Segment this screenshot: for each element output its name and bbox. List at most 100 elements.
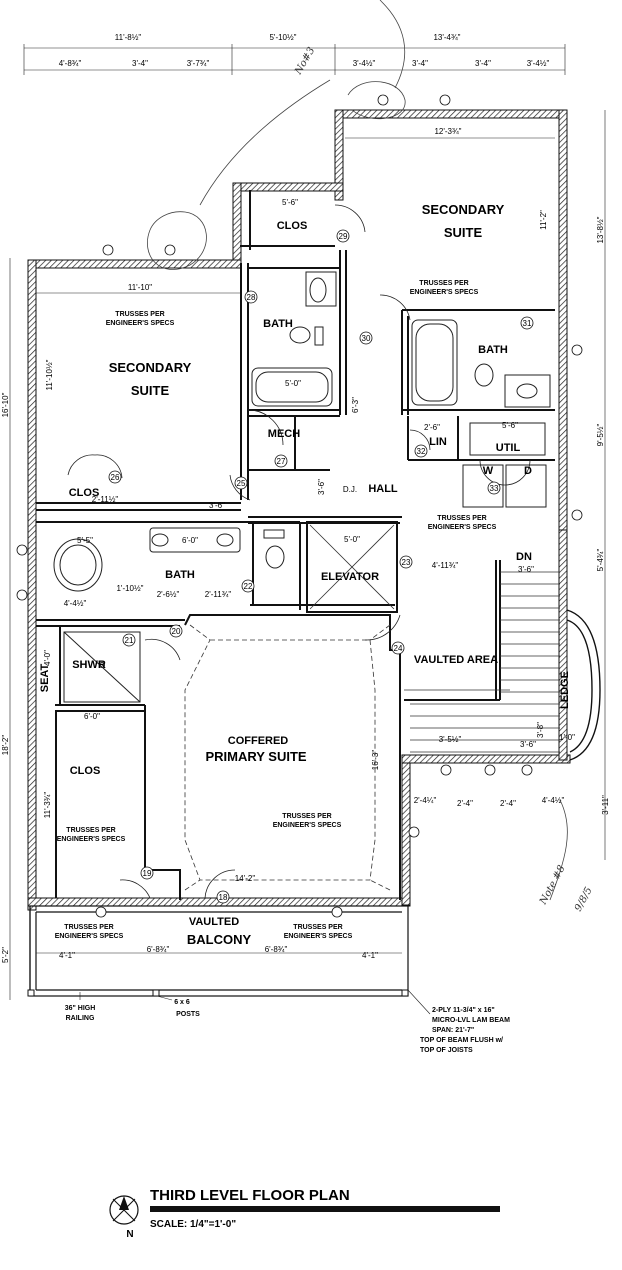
dim-top-5: 3'-4": [132, 59, 148, 68]
stair-treads: [404, 571, 560, 753]
dim-bath-p-4: 4'-4½": [64, 599, 87, 608]
dim-upper-suite-depth: 11'-2": [539, 210, 548, 230]
door-tag-27: 27: [274, 454, 288, 468]
label-vaulted: VAULTED: [189, 916, 239, 928]
trusses-hall-line1: TRUSSES PER: [437, 515, 486, 522]
trusses-note-upper: TRUSSES PER ENGINEER'S SPECS: [410, 280, 479, 296]
trusses-note-hall: TRUSSES PER ENGINEER'S SPECS: [428, 515, 497, 531]
door-tag-21: 21: [122, 633, 136, 647]
trusses-primary-line1: TRUSSES PER: [282, 813, 331, 820]
dim-util-w: 5'-6": [502, 421, 518, 430]
railing-line2: RAILING: [66, 1015, 95, 1022]
beam-line3: SPAN: 21'-7": [432, 1027, 474, 1034]
posts-line2: POSTS: [176, 1011, 200, 1018]
dim-clos-p-w: 6'-0": [84, 712, 100, 721]
label-bath-primary: BATH: [165, 569, 195, 581]
trusses-closet-line1: TRUSSES PER: [66, 827, 115, 834]
label-shwr: SHWR: [72, 659, 106, 671]
plan-title: THIRD LEVEL FLOOR PLAN: [150, 1187, 350, 1204]
dim-stair-w: 3'-6": [518, 565, 534, 574]
label-dj: D.J.: [343, 485, 357, 494]
label-hall: HALL: [368, 483, 398, 495]
dim-primary-d: 16'-3": [371, 750, 380, 771]
dim-clos-p-d: 11'-3¾": [43, 792, 52, 819]
door-tag-30: 30: [359, 331, 373, 345]
dim-balc-depth: 5'-2": [1, 947, 10, 963]
door-tag-26: 26: [108, 470, 122, 484]
label-mech: MECH: [268, 428, 300, 440]
door-tag-29-text: 29: [339, 232, 348, 241]
trusses-note-left: TRUSSES PER ENGINEER'S SPECS: [106, 311, 175, 327]
dim-shwr-w: 4'-0": [43, 650, 52, 666]
trusses-note-balcony-right: TRUSSES PER ENGINEER'S SPECS: [284, 924, 353, 940]
label-bath-right: BATH: [478, 344, 508, 356]
label-secondary-suite-upper-1: SECONDARY: [422, 202, 505, 217]
dim-right-edge-3: 5'-4¾": [596, 549, 605, 572]
handwritten-note-right-2: 9/8/5: [573, 885, 595, 913]
dim-top-4: 4'-8¾": [59, 59, 82, 68]
dim-balc-3: 6'-8¾": [265, 945, 288, 954]
elevator-shaft: [309, 524, 395, 610]
trusses-note-primary: TRUSSES PER ENGINEER'S SPECS: [273, 813, 342, 829]
dim-left-suite-depth: 11'-10½": [45, 359, 54, 390]
door-tag-23: 23: [399, 555, 413, 569]
dim-left-edge-total: 16'-10": [1, 392, 10, 417]
label-clos-left: CLOS: [69, 487, 100, 499]
coffered-ceiling-outline: [184, 624, 391, 891]
trusses-note-closet: TRUSSES PER ENGINEER'S SPECS: [57, 827, 126, 843]
door-tag-20-text: 20: [172, 627, 181, 636]
posts-line1: 6 x 6: [174, 999, 190, 1006]
trusses-primary-line2: ENGINEER'S SPECS: [273, 822, 342, 829]
dim-ledge-2: 2'-4": [457, 799, 473, 808]
door-tag-27-text: 27: [277, 457, 286, 466]
dim-left-suite-width: 11'-10": [128, 283, 152, 292]
dim-top-10: 3'-4½": [527, 59, 550, 68]
door-tag-18: 18: [216, 890, 230, 904]
label-dryer: D: [524, 465, 532, 477]
door-tag-30-text: 30: [362, 334, 371, 343]
dim-primary-w: 14'-2": [235, 874, 256, 883]
dim-bath-p-2: 2'-6½": [157, 590, 180, 599]
dim-balc-4: 4'-1": [362, 951, 378, 960]
handwritten-annotations: [147, 0, 568, 901]
dim-hall-1: 3'-6": [209, 501, 225, 510]
trusses-upper-line2: ENGINEER'S SPECS: [410, 289, 479, 296]
dim-balc-1: 4'-1": [59, 951, 75, 960]
door-tag-32: 32: [414, 444, 428, 458]
interior-walls: [36, 190, 555, 898]
dim-hall-to-stair: 4'-11¾": [432, 561, 459, 570]
balcony-posts: [27, 989, 409, 997]
door-tag-32-text: 32: [417, 447, 426, 456]
label-bath-left: BATH: [263, 318, 293, 330]
dim-top-6: 3'-7¾": [187, 59, 210, 68]
door-tag-26-text: 26: [111, 473, 120, 482]
door-tag-24-text: 24: [394, 644, 403, 653]
door-tag-31-text: 31: [523, 319, 532, 328]
dim-bath-p-1: 1'-10½": [116, 584, 143, 593]
dim-right-edge-1: 13'-8½": [596, 216, 605, 243]
door-tag-23-text: 23: [402, 558, 411, 567]
handwritten-note-right-1: Note #8: [537, 864, 567, 908]
dim-top-2: 5'-10½": [269, 33, 296, 42]
dim-right-edge-4: 3'-11": [601, 795, 610, 815]
dim-ledge-4: 4'-4½": [542, 796, 565, 805]
dim-top-1: 11'-8½": [115, 33, 142, 42]
dim-bath-left-tub: 5'-0": [285, 379, 301, 388]
beam-line2: MICRO-LVL LAM BEAM: [432, 1017, 510, 1024]
label-util: UTIL: [496, 442, 521, 454]
dim-hall-3: 3'-6": [317, 479, 326, 495]
door-tag-33: 33: [487, 481, 501, 495]
label-secondary-suite-upper-2: SUITE: [444, 225, 483, 240]
plan-scale: SCALE: 1/4"=1'-0": [150, 1219, 236, 1230]
trusses-balc-left-line1: TRUSSES PER: [64, 924, 113, 931]
label-seat: SEAT: [39, 663, 51, 692]
exterior-walls: [27, 109, 571, 911]
door-tag-21-text: 21: [125, 636, 134, 645]
door-tag-19-text: 19: [143, 869, 152, 878]
beam-line1: 2-PLY 11-3/4" x 16": [432, 1007, 495, 1014]
door-tag-22-text: 22: [244, 582, 253, 591]
door-tag-28-text: 28: [247, 293, 256, 302]
dim-vanity-w: 6'-0": [182, 536, 198, 545]
trusses-hall-line2: ENGINEER'S SPECS: [428, 524, 497, 531]
